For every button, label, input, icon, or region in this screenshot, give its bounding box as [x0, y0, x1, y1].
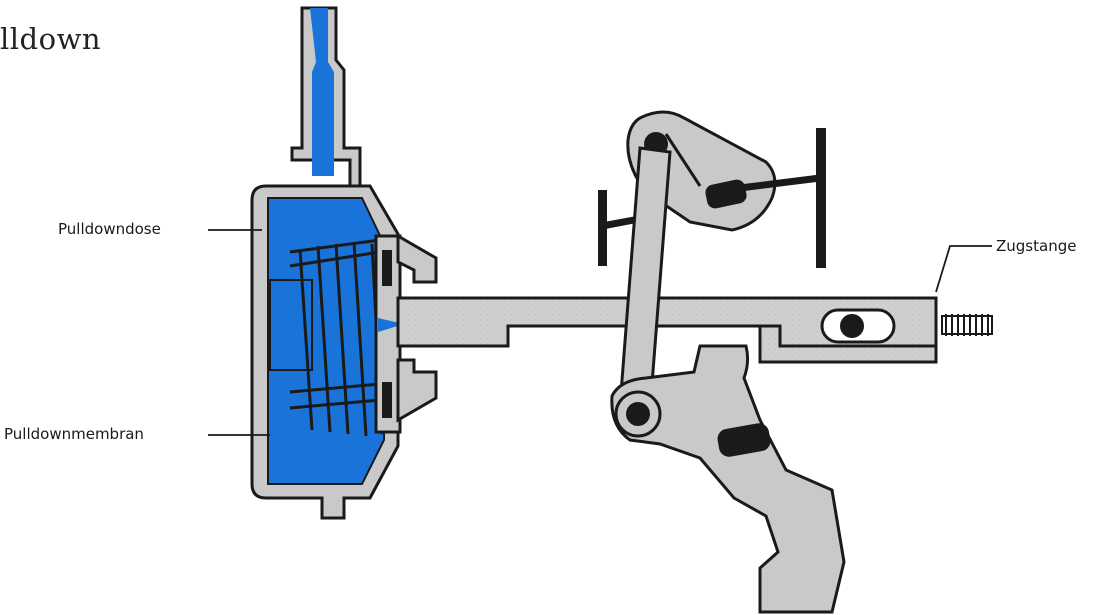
label-zugstange: Zugstange [996, 237, 1077, 255]
diagram-heading: lldown [0, 22, 102, 56]
spring-icon [289, 238, 384, 437]
label-pulldown-dose: Pulldowndose [58, 220, 161, 238]
lower-lever [610, 344, 846, 614]
leader-lines [208, 229, 992, 436]
pulldown-capsule [250, 6, 438, 520]
pull-rod [396, 296, 993, 364]
thread-icon [941, 314, 993, 336]
label-pulldown-membran: Pulldownmembran [4, 425, 144, 443]
